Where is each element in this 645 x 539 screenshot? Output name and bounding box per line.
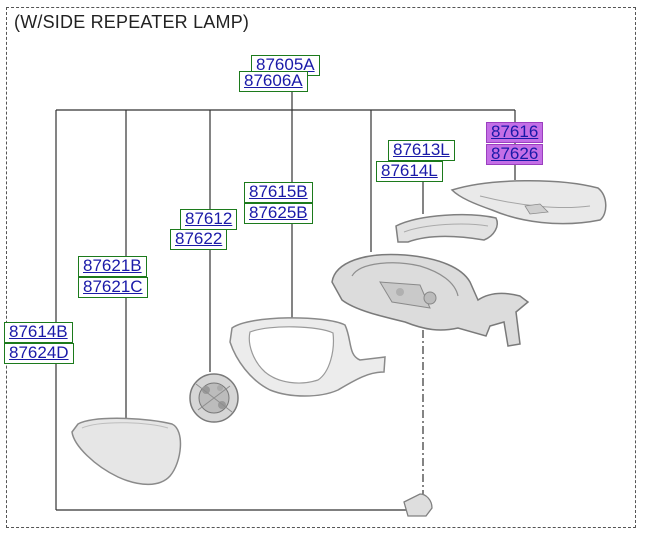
part-label-87622[interactable]: 87622	[170, 229, 228, 250]
scalp-cover-part	[450, 179, 607, 225]
diagram-title: (W/SIDE REPEATER LAMP)	[14, 12, 250, 32]
mirror-glass-part	[71, 417, 182, 486]
part-label-87614L[interactable]: 87614L	[376, 161, 443, 182]
diagram-frame	[6, 7, 636, 528]
part-label-87615B[interactable]: 87615B	[244, 182, 313, 203]
part-label-87621B[interactable]: 87621B	[78, 256, 147, 277]
part-label-87612[interactable]: 87612	[180, 209, 238, 230]
part-label-87613L[interactable]: 87613L	[388, 140, 455, 161]
part-label-87614B[interactable]: 87614B	[4, 322, 73, 343]
mirror-body-part	[331, 253, 530, 347]
side-repeater-lamp-part	[395, 213, 498, 243]
part-label-87606A[interactable]: 87606A	[239, 71, 308, 92]
actuator-part	[189, 373, 239, 423]
bottom-cover-part	[403, 493, 433, 517]
housing-frame-part	[229, 317, 386, 397]
part-label-87624D[interactable]: 87624D	[4, 343, 74, 364]
part-label-87625B[interactable]: 87625B	[244, 203, 313, 224]
part-label-87621C[interactable]: 87621C	[78, 277, 148, 298]
part-label-87616[interactable]: 87616	[486, 122, 544, 143]
part-label-87626[interactable]: 87626	[486, 144, 544, 165]
